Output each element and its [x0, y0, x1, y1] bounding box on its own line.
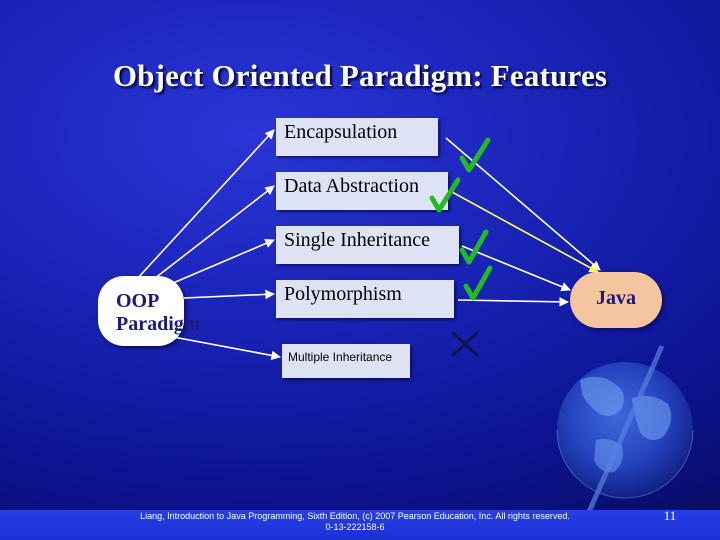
oop-paradigm-node — [98, 276, 184, 346]
feature-box-multiple-inheritance: Multiple Inheritance — [282, 344, 410, 378]
check-mark-icon — [459, 229, 489, 265]
arrow-oop-to-data-abstraction — [149, 185, 275, 283]
footer-citation: Liang, Introduction to Java Programming,… — [140, 511, 570, 533]
feature-box-encapsulation: Encapsulation — [276, 118, 438, 156]
arrow-encapsulation-to-java — [445, 137, 601, 271]
feature-box-polymorphism: Polymorphism — [276, 280, 454, 318]
arrow-oop-to-single-inheritance — [165, 238, 275, 287]
oop-paradigm-label: OOP Paradigm — [116, 290, 201, 335]
arrow-polymorphism-to-java — [457, 297, 569, 307]
check-mark-icon — [459, 137, 491, 173]
footer-bar — [0, 510, 720, 540]
arrow-oop-to-polymorphism — [183, 289, 275, 300]
java-label: Java — [596, 287, 636, 309]
feature-box-single-inheritance: Single Inheritance — [276, 226, 459, 264]
slide-number: 11 — [663, 508, 677, 523]
check-mark-icon — [463, 265, 493, 301]
arrow-data-abstraction-to-java — [451, 191, 599, 273]
check-mark-icon — [429, 177, 461, 213]
arrow-oop-to-multiple-inheritance — [167, 335, 281, 361]
slide-title: Object Oriented Paradigm: Features — [112, 58, 608, 93]
java-node — [570, 272, 662, 328]
cross-mark-icon — [450, 330, 480, 358]
feature-box-data-abstraction: Data Abstraction — [276, 172, 448, 210]
arrow-oop-to-encapsulation — [135, 129, 275, 281]
arrow-single-inheritance-to-java — [461, 245, 571, 292]
